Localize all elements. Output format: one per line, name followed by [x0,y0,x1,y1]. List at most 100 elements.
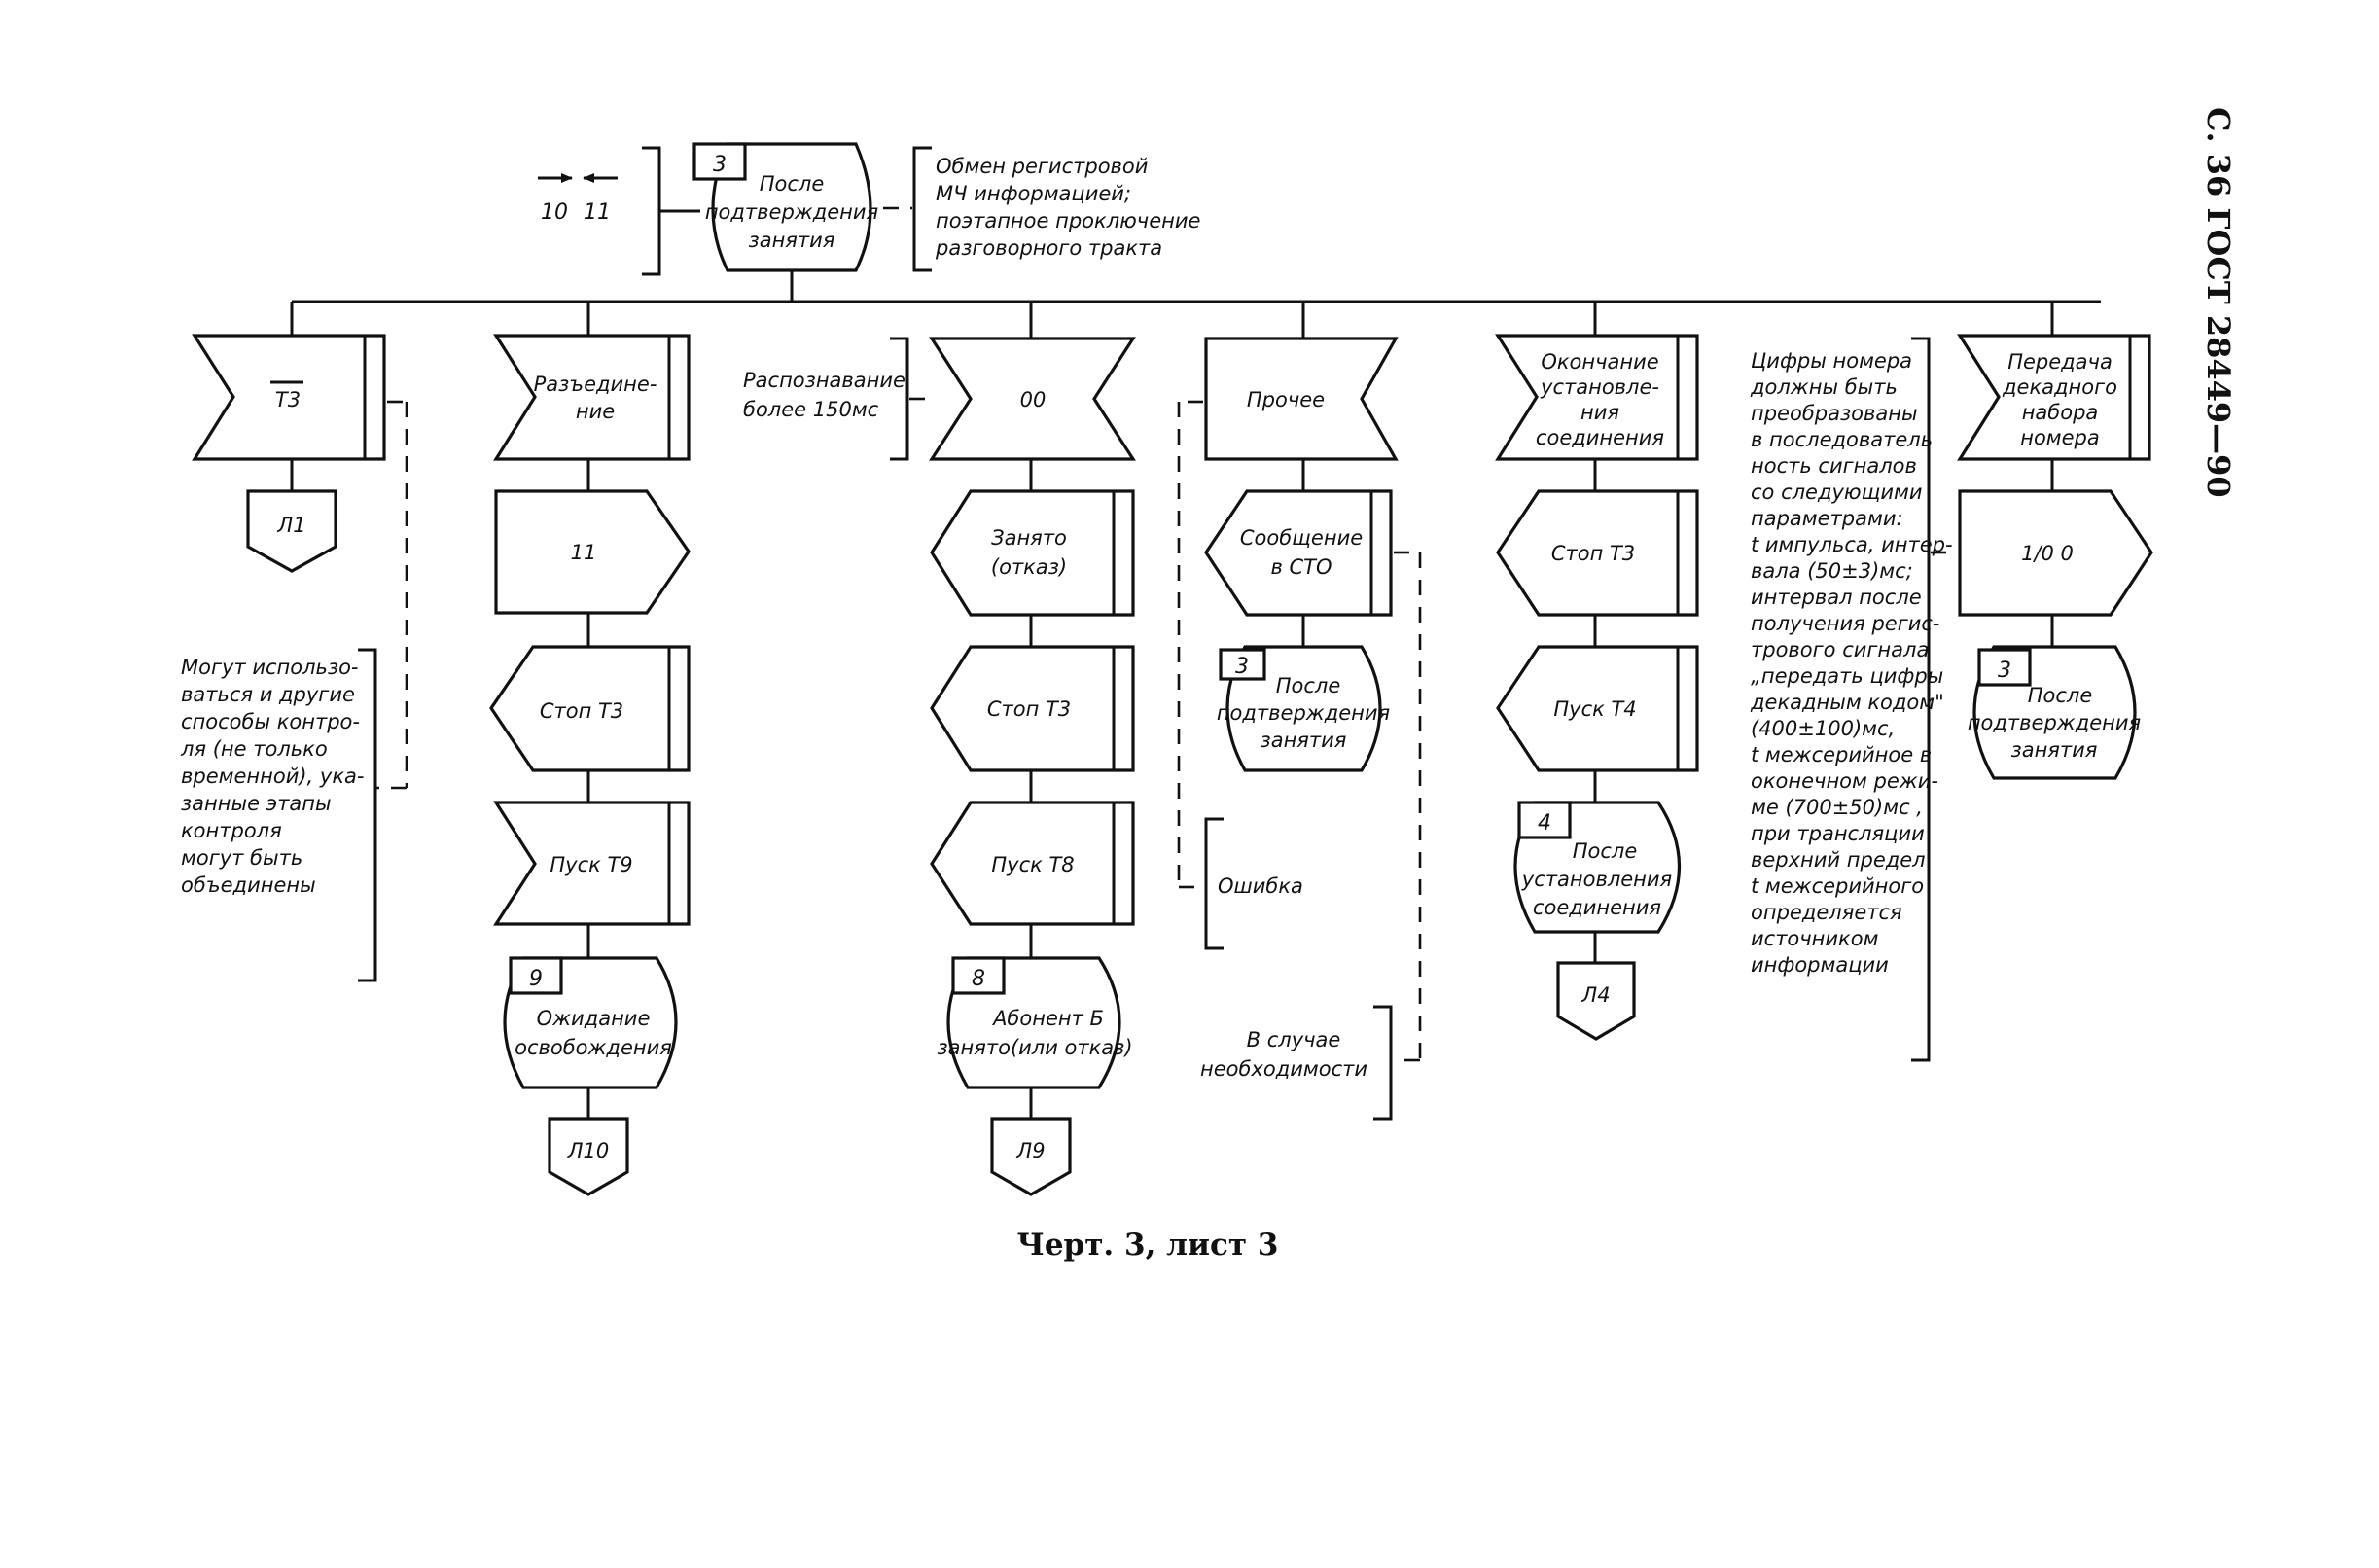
c5-input-line-2: установле- [1540,375,1659,399]
c3-comment-bracket [890,337,909,461]
c2-input-signal [493,334,691,461]
c5-state-number-box [1517,801,1572,839]
c6-comment-line-5: ность сигналов [1751,454,1917,478]
figure-caption: Черт. 3, лист 3 [1017,1228,1279,1263]
c6-comment-line-6: со следующими [1751,481,1923,504]
c6-comment-line-19: при трансляции [1751,822,1925,845]
start-state-number-box [692,142,747,181]
c2-output-2-label: Стоп Т3 [540,699,623,723]
c1-comment-line-3: способы контро- [181,710,360,733]
c6-comment-line-9: вала (50±3)мс; [1751,559,1913,583]
c2-output-3-label: Пуск Т9 [550,853,632,876]
c1-comment-line-6: занные этапы [181,792,332,815]
c5-output-1-label: Стоп Т3 [1551,542,1635,565]
c1-comment-line-7: контроля [181,819,282,842]
c3-comment-line-1: Распознавание [743,369,905,392]
header-group: 10 11 3 После подтверждения занятия Обме… [292,142,2101,303]
c6-comment-line-18: ме (700±50)мс , [1751,796,1923,819]
c1-comment-line-1: Могут использо- [181,656,359,679]
c6-input-signal [1957,334,2151,461]
c4-need-line-1: В случае [1247,1028,1341,1051]
c4-state-number-box [1219,648,1266,681]
start-comment-line-4: разговорного тракта [935,236,1162,260]
start-comment-line-3: поэтапное проключение [936,209,1200,232]
c6-output-1-label: 1/0 0 [2021,542,2074,565]
c2-connector-label: Л10 [567,1139,610,1162]
start-state-number: 3 [713,153,727,177]
c6-input-line-1: Передача [2007,350,2113,374]
c5-input-line-4: соединения [1536,426,1664,449]
c4-output-1-line-1: Сообщение [1240,526,1363,550]
c4-input-label: Прочее [1247,388,1325,411]
c6-comment-line-15: (400±100)мс, [1751,717,1895,740]
c3-output-2-label: Стоп Т3 [987,697,1071,721]
c3-input-signal [929,337,1136,461]
c6-comment-line-7: параметрами: [1751,507,1903,530]
c3-state-line-1: Абонент Б [991,1007,1104,1030]
c6-state-number-box [1977,648,2032,687]
c6-input-line-3: набора [2022,401,2099,424]
c6-input-line-2: декадного [2002,375,2117,399]
c2-output-3 [493,801,691,926]
column-4: Прочее Сообщение в СТО 3 После подтвержд… [1177,302,1422,1121]
c6-comment-line-13: „передать цифры [1751,664,1943,688]
c6-comment-line-24: информации [1751,953,1889,977]
c4-need-bracket [1373,1005,1393,1121]
c2-state-line-1: Ожидание [537,1007,651,1030]
start-state-shape [711,142,872,272]
c3-connector-label: Л9 [1015,1139,1045,1162]
start-comment-line-2: МЧ информацией; [936,182,1131,205]
c1-comment-bracket [358,648,377,982]
column-5: Окончание установле- ния соединения Стоп… [1495,302,1699,1041]
c3-output-3 [930,801,1135,926]
c2-output-1-label: 11 [571,541,597,564]
c6-comment-line-2: должны быть [1750,375,1898,399]
c6-output-1 [1958,489,2153,617]
c6-comment-line-1: Цифры номера [1751,349,1912,373]
c6-state-line-3: занятия [2011,738,2098,762]
c5-output-2 [1496,645,1699,772]
c6-comment-line-23: источником [1751,927,1879,950]
c6-input-line-4: номера [2020,426,2100,449]
c4-state-line-3: занятия [1261,729,1347,752]
c5-input-signal [1495,334,1699,461]
c6-comment-line-8: t импульса, интер- [1751,533,1953,556]
c5-connector [1556,961,1636,1041]
c2-output-1 [494,489,691,615]
c1-connector [246,489,337,573]
c6-comment-line-10: интервал после [1751,586,1922,609]
c3-state-number-box [951,956,1006,995]
c3-output-1-line-1: Занято [991,526,1067,550]
c1-connector-label: Л1 [276,514,305,537]
c4-output-1-line-2: в СТО [1270,555,1332,579]
c6-comment-bracket [1911,337,1931,1062]
column-6: Цифры номера должны быть преобразованы в… [1750,302,2153,1062]
arrow-right-label: 10 [541,200,568,225]
c2-state-line-2: освобождения [515,1036,672,1059]
c2-state-number-box [509,956,563,995]
c6-comment-line-14: декадным кодом" [1750,691,1944,714]
c3-input-label: 00 [1020,388,1047,411]
c6-comment-line-22: определяется [1751,901,1902,924]
c4-error-label: Ошибка [1218,874,1303,898]
c1-input-signal [192,334,386,461]
column-3: Распознавание более 150мс 00 Занято (отк… [743,302,1136,1196]
c5-output-1 [1496,489,1699,617]
c4-state-line-1: После [1276,674,1341,697]
c3-connector [990,1117,1072,1196]
c5-state-number: 4 [1538,811,1551,836]
c4-state-number: 3 [1235,655,1249,679]
c1-comment-line-8: могут быть [181,846,302,870]
c6-comment-line-4: в последователь [1751,428,1933,451]
arrow-left-label: 11 [584,200,611,225]
c4-error-bracket [1204,817,1224,950]
c1-comment-line-4: ля (не только [180,737,328,761]
c5-output-2-label: Пуск Т4 [1553,697,1636,721]
c1-comment-line-2: ваться и другие [181,683,355,706]
c5-state-line-2: установления [1521,868,1672,891]
column-1: T3 Л1 Могут использо- ваться и другие сп… [180,302,408,982]
c4-state-line-2: подтверждения [1217,701,1390,725]
c2-input-line-1: Разъедине- [534,373,657,396]
c6-state-line-2: подтверждения [1968,711,2141,734]
